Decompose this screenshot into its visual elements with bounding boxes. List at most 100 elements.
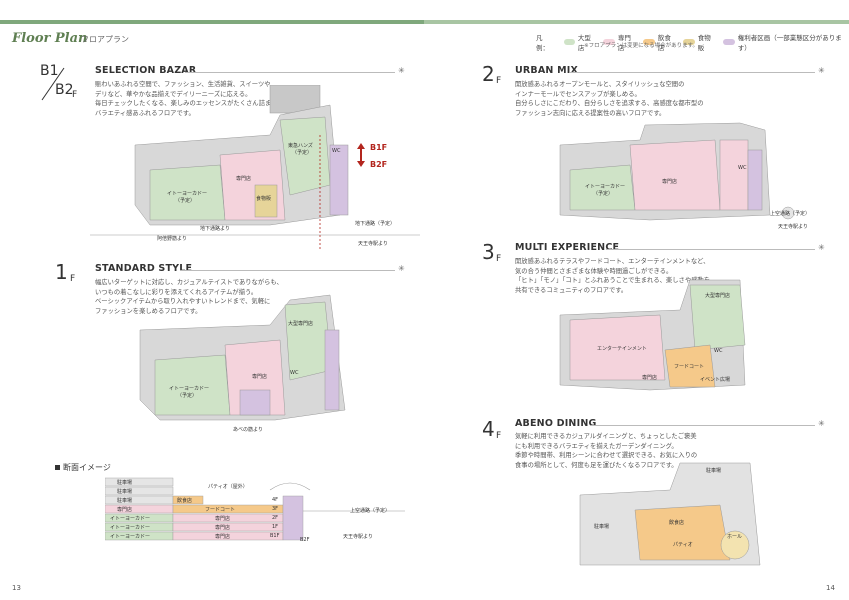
floor-num-1: 1 [55, 260, 68, 284]
cut-tennoji: 天王寺駅より [343, 534, 373, 540]
page-subtitle: フロアプラン [81, 35, 129, 44]
cut-row-left: イトーヨーカドー [110, 534, 151, 540]
desc-line: 自分らしさにこだわり、自分らしさを追求する、高感度な都市型の [515, 100, 704, 107]
legend-label: 飲食店 [657, 34, 671, 52]
cut-row-mid: 専門店 [215, 525, 231, 531]
label-chika-b: 地下通路より [200, 226, 230, 232]
floor-map-4f [579, 462, 761, 566]
asterisk-icon: ✳ [818, 243, 825, 252]
legend-note: ※フロアプランは変更になる場合があります。 [584, 43, 699, 49]
wc-icon: WC [332, 148, 341, 154]
desc-line: 気軽に利用できるカジュアルダイニングと、ちょっとしたご褒美 [515, 433, 697, 440]
floor-num-4: 4 [482, 417, 495, 441]
cut-floor: 2F [272, 515, 279, 521]
label-ito-sub: （予定） [177, 393, 198, 399]
label-senmon: 専門店 [642, 375, 658, 381]
section-desc-4f: 気軽に利用できるカジュアルダイニングと、ちょっとしたご褒美 にも利用できるバラエ… [515, 432, 697, 470]
asterisk-icon: ✳ [818, 419, 825, 428]
desc-line: 賑わいあふれる空間で、ファッション、生活雑貨、スイーツや [95, 81, 271, 88]
desc-line: 開放感あふれるテラスやフードコート、エンターテインメントなど、 [515, 258, 710, 265]
label-tokyu: 東急ハンズ [288, 143, 313, 149]
cut-row-left: 駐車場 [117, 489, 133, 495]
wc-icon: WC [290, 370, 299, 376]
page-title: Floor Plan [12, 31, 88, 46]
label-patio: パティオ [673, 542, 693, 548]
desc-line: 「ヒト」「モノ」「コト」とふれあうことで生まれる、楽しさや感動を [515, 277, 711, 284]
cut-floor: B1F [270, 533, 280, 539]
section-desc-2f: 開放感あふれるオープンモールと、スタイリッシュな空間の インナーモールでセンスア… [515, 80, 704, 118]
legend: 凡 例： 大型店 専門店 飲食店 食物販 権利者区画（一部業態区分があります） [536, 32, 849, 52]
section-desc-b1b2: 賑わいあふれる空間で、ファッション、生活雑貨、スイーツや デリなど、華やかな品揃… [95, 80, 284, 118]
label-event: イベント広場 [700, 377, 731, 383]
legend-swatch-restaurant [643, 39, 655, 45]
label-tokyu-sub: （予定） [292, 150, 313, 156]
floor-num-suffix: F [72, 90, 78, 100]
floor-num-suffix: F [496, 76, 502, 86]
desc-line: インナーモールでセンスアップが楽しめる。 [515, 90, 641, 98]
cut-row-mid: フードコート [205, 507, 236, 513]
asterisk-icon: ✳ [398, 66, 405, 75]
floor-num-suffix: F [496, 431, 502, 441]
section-rule [180, 270, 395, 271]
label-food: フードコート [674, 364, 705, 370]
floor-num-suffix: F [70, 274, 76, 284]
b1f-marker: B1F [370, 143, 388, 152]
desc-line: 食事の場所として、何度も足を運びたくなるフロアです。 [515, 461, 678, 469]
legend-swatch-rights [723, 39, 735, 45]
section-rule [590, 425, 815, 426]
label-tennoji: 天王寺駅より [778, 224, 808, 230]
desc-line: 気の合う仲間とさまざまな体験や時間過ごしができる。 [515, 267, 673, 275]
floor-map-3f [559, 279, 746, 391]
updown-arrow-icon [357, 143, 365, 167]
cut-floor: 4F [272, 497, 279, 503]
cut-row-mid: 専門店 [215, 534, 231, 540]
legend-label: 食物販 [697, 34, 711, 52]
floor-num-2: 2 [482, 62, 495, 86]
legend-swatch-food [683, 39, 695, 45]
floor-slash [41, 67, 65, 101]
desc-line: ファッション志向に応える提案性の高いフロアです。 [515, 109, 666, 117]
desc-line: 毎日チェックしたくなる、楽しみのエッセンスがたくさん詰まった [95, 100, 284, 107]
label-shokubutsu: 食物販 [256, 196, 272, 202]
floor-num-3: 3 [482, 240, 495, 264]
label-joku: 上空通路（予定） [770, 211, 811, 217]
desc-line: 共有できるコミュニティのフロアです。 [515, 286, 628, 294]
cut-row-left: 駐車場 [117, 498, 133, 504]
asterisk-icon: ✳ [818, 66, 825, 75]
wc-icon: WC [714, 348, 723, 354]
desc-line: ファッションを楽しめるフロアです。 [95, 307, 202, 315]
section-rule [606, 249, 815, 250]
section-title-3f: MULTI EXPERIENCE [515, 242, 620, 253]
label-ito: イトーヨーカドー [169, 386, 210, 392]
cut-floor: 1F [272, 524, 279, 530]
label-big: 大型専門店 [705, 293, 731, 299]
section-title-2f: URBAN MIX [515, 65, 578, 76]
desc-line: ベーシックアイテムから取り入れやすいトレンドまで、気軽に [95, 298, 271, 305]
section-title-b1b2: SELECTION BAZAR [95, 65, 197, 76]
floor-num-b2: B2 [55, 82, 74, 98]
label-senmon: 専門店 [252, 374, 268, 380]
cut-row-left: イトーヨーカドー [110, 525, 151, 531]
desc-line: いつもの着こなしに彩りを添えてくれるアイテムが揃う。 [95, 288, 258, 296]
legend-label: 大型店 [577, 34, 591, 52]
floor-num-suffix: F [496, 254, 502, 264]
label-parking-b: 駐車場 [594, 524, 610, 530]
desc-line: にも利用できるバラエティを揃えたガーデンダイニング。 [515, 442, 678, 450]
page-number-left: 13 [12, 584, 21, 592]
label-tennoji: 天王寺駅より [358, 241, 388, 247]
asterisk-icon: ✳ [398, 264, 405, 273]
legend-swatch-specialty [603, 39, 615, 45]
floor-map-b1b2 [90, 85, 420, 250]
desc-line: 季節や時間帯、利用シーンに合わせて選択できる、お気に入りの [515, 452, 698, 459]
header-bar-left [0, 20, 424, 24]
cutaway-title: 断面イメージ [55, 462, 111, 473]
section-rule [185, 72, 395, 73]
cutaway-diagram [105, 477, 405, 541]
label-ent: エンターテインメント [597, 346, 647, 352]
desc-line: バラエティ感あふれるフロアです。 [95, 109, 195, 117]
section-title-4f: ABENO DINING [515, 418, 597, 429]
legend-prefix: 凡 例： [536, 34, 549, 52]
cut-row-left: 専門店 [117, 507, 133, 513]
cut-floor: 3F [272, 506, 279, 512]
cut-row-left: 駐車場 [117, 480, 133, 486]
